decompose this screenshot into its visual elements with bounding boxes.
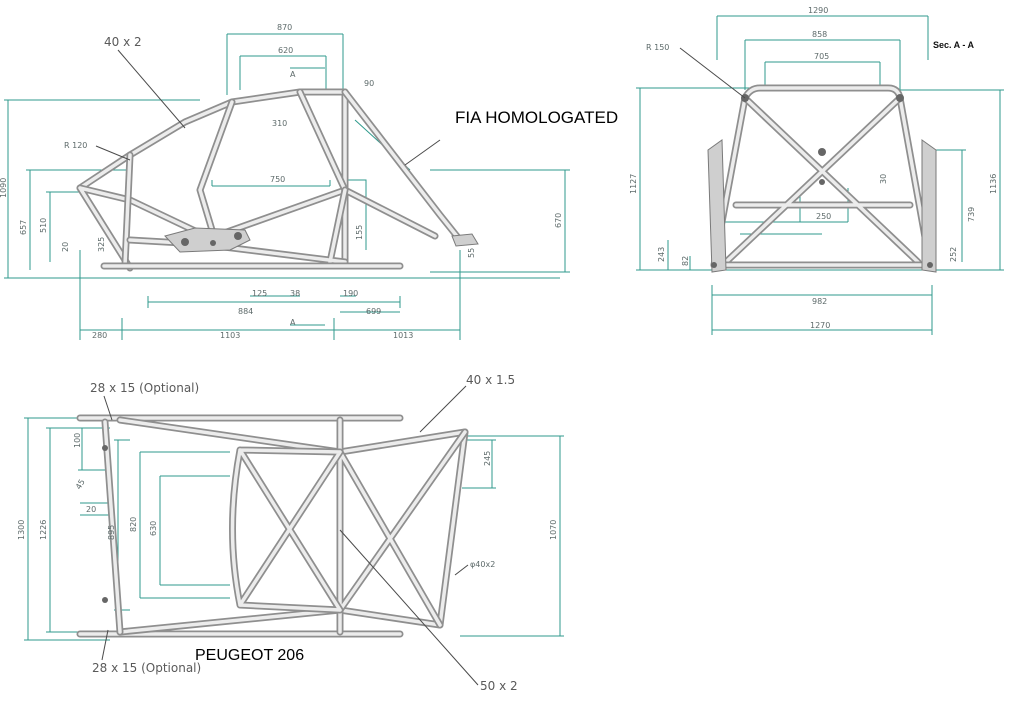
dim-45: 45 [74, 478, 87, 491]
section-label: Sec. A - A [933, 40, 975, 50]
dim-280: 280 [92, 331, 107, 340]
dim-858: 858 [812, 30, 827, 39]
leader-tube-40x2 [117, 49, 186, 129]
dim-982: 982 [812, 297, 827, 306]
dim-699: 699 [366, 307, 381, 316]
dim-1290: 1290 [808, 6, 828, 15]
dim-250: 250 [816, 212, 831, 221]
car-model-label: PEUGEOT 206 [195, 647, 305, 664]
dim-243: 243 [657, 247, 666, 262]
fia-homologated-label: FIA HOMOLOGATED [455, 108, 619, 127]
top-view-tubes [76, 414, 469, 638]
dim-252: 252 [949, 247, 958, 262]
dim-1127: 1127 [629, 174, 638, 194]
note-optional-bottom: 28 x 15 (Optional) [92, 661, 201, 675]
dim-1103: 1103 [220, 331, 240, 340]
leader-tube-40x1.5 [419, 385, 467, 433]
dim-657: 657 [19, 220, 28, 235]
dim-245: 245 [483, 451, 492, 466]
dim-38: 38 [290, 289, 300, 298]
dim-20: 20 [86, 505, 96, 514]
dim-1013: 1013 [393, 331, 413, 340]
note-radius-r150: R 150 [646, 43, 669, 52]
section-marker-top: A [290, 70, 296, 79]
dim-670: 670 [554, 213, 563, 228]
leader-tube-50x2 [339, 529, 479, 686]
dim-1136: 1136 [989, 174, 998, 194]
dim-90: 90 [364, 79, 374, 88]
dim-82: 82 [681, 256, 690, 266]
dim-30: 30 [879, 174, 888, 184]
dim-1090: 1090 [0, 178, 8, 198]
note-tube-40x2: 40 x 2 [104, 35, 142, 49]
dim-310: 310 [272, 119, 287, 128]
dim-155: 155 [355, 225, 364, 240]
dim-884: 884 [238, 307, 253, 316]
front-view-dimension-lines [636, 15, 1004, 335]
dim-325: 325 [97, 237, 106, 252]
dim-820: 820 [129, 517, 138, 532]
dim-1270: 1270 [810, 321, 830, 330]
dim-510: 510 [39, 218, 48, 233]
note-radius-r120: R 120 [64, 141, 87, 150]
side-view: 40 x 2 R 120 A A 870 620 90 310 750 1090… [0, 23, 570, 340]
dim-20: 20 [61, 242, 70, 252]
note-tube-50x2: 50 x 2 [480, 679, 518, 693]
dim-630: 630 [149, 521, 158, 536]
dim-750: 750 [270, 175, 285, 184]
dim-895: 895 [107, 525, 116, 540]
dim-1226: 1226 [39, 520, 48, 540]
dim-55: 55 [467, 248, 476, 258]
front-view: R 150 1290 858 705 1127 1136 30 250 739 … [629, 6, 1004, 335]
top-view: 28 x 15 (Optional) 28 x 15 (Optional) 40… [17, 373, 564, 693]
dim-705: 705 [814, 52, 829, 61]
dim-190: 190 [343, 289, 358, 298]
dim-125: 125 [252, 289, 267, 298]
note-pipe-40x2: φ40x2 [470, 560, 495, 569]
dim-870: 870 [277, 23, 292, 32]
dim-620: 620 [278, 46, 293, 55]
leader-pipe-40x2 [454, 564, 469, 576]
dim-100: 100 [73, 433, 82, 448]
leader-optional-bottom [101, 629, 109, 661]
leader-radius-r120 [95, 145, 131, 161]
leader-radius-r150 [679, 47, 746, 99]
leader-fia [404, 139, 441, 166]
dim-1300: 1300 [17, 520, 26, 540]
dim-739: 739 [967, 207, 976, 222]
dim-1070: 1070 [549, 520, 558, 540]
note-optional-top: 28 x 15 (Optional) [90, 381, 199, 395]
leader-optional-top [103, 395, 113, 421]
section-marker-bottom: A [290, 318, 296, 327]
note-tube-40x1.5: 40 x 1.5 [466, 373, 515, 387]
front-view-tubes [707, 84, 937, 273]
side-view-tubes [76, 88, 479, 272]
